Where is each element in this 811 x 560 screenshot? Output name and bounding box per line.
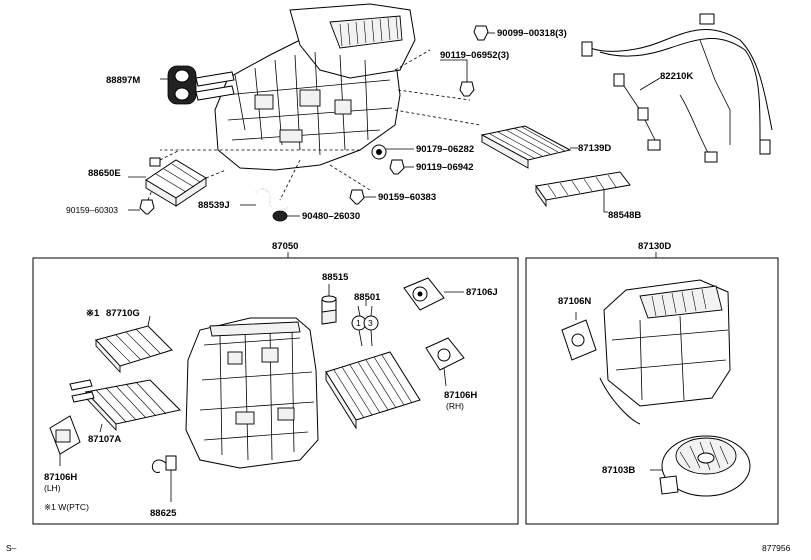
heater-88650E — [128, 149, 227, 207]
evaporator-88501 — [325, 300, 421, 430]
wire-harness-82210K — [581, 13, 773, 163]
label-90159-60303: 90159–60303 — [66, 205, 118, 215]
label-90119-06942: 90119–06942 — [416, 162, 474, 173]
label-88650E: 88650E — [88, 168, 121, 179]
valve-88515 — [321, 284, 337, 325]
group-number-87050: 87050 — [272, 241, 298, 252]
heater-core-87107A — [69, 379, 182, 433]
grommet-88897M — [160, 65, 197, 105]
label-87106J: 87106J — [466, 287, 498, 298]
screw-90119-06942 — [389, 159, 414, 175]
actuator-87106H-rh — [425, 337, 465, 387]
main-hvac-assembly — [160, 3, 481, 201]
sensor-88625 — [151, 455, 177, 502]
label-87106H-rh: 87106H — [444, 390, 477, 401]
footer-drawing-number: 877956 — [762, 543, 791, 553]
ptc-footnote: ※1 W(PTC) — [44, 502, 89, 512]
blower-housing-87130D — [599, 279, 731, 425]
screw-90159-60383 — [349, 189, 376, 205]
note-87106H-rh: (RH) — [446, 401, 464, 411]
label-87107A: 87107A — [88, 434, 121, 445]
hvac-case-87050 — [185, 317, 319, 469]
hose-88539J — [240, 188, 289, 211]
label-87106H-lh: 87106H — [44, 472, 77, 483]
circle-label-3: 3 — [368, 318, 373, 328]
mark-87710G: ※1 — [86, 308, 100, 319]
note-87106H-lh: (LH) — [44, 483, 61, 493]
group-box-87050 — [32, 257, 519, 525]
actuator-87106J — [403, 277, 464, 311]
footer-left-code: S– — [6, 543, 17, 553]
circle-label-1: 1 — [356, 318, 361, 328]
label-87106N: 87106N — [558, 296, 591, 307]
grommet-90179 — [371, 144, 414, 160]
label-90480-26030: 90480–26030 — [302, 211, 360, 222]
label-88501: 88501 — [354, 292, 381, 303]
label-87710G: 87710G — [106, 308, 140, 319]
clamp-90480 — [272, 210, 300, 222]
ptc-heater-87710G — [95, 315, 173, 374]
label-87139D: 87139D — [578, 143, 611, 154]
label-90119-06952: 90119–06952(3) — [440, 50, 509, 61]
label-82210K: 82210K — [660, 71, 693, 82]
label-88625: 88625 — [150, 508, 177, 519]
screw-90159-60303 — [128, 189, 155, 215]
screw-90099 — [473, 25, 495, 41]
label-90159-60383: 90159–60383 — [378, 192, 436, 203]
filter-87139D — [480, 125, 578, 169]
label-88515: 88515 — [322, 272, 349, 283]
screw-90119-06952 — [440, 59, 475, 97]
actuator-87106N — [561, 312, 597, 361]
group-box-87130D — [525, 257, 779, 525]
label-88897M: 88897M — [106, 75, 140, 86]
label-90099-00318: 90099–00318(3) — [497, 28, 567, 39]
group-number-87130D: 87130D — [638, 241, 671, 252]
label-87103B: 87103B — [602, 465, 635, 476]
label-90179-06282: 90179–06282 — [416, 144, 474, 155]
cover-88548B — [535, 171, 631, 213]
label-88539J: 88539J — [198, 200, 230, 211]
label-88548B: 88548B — [608, 210, 641, 221]
blower-motor-87103B — [650, 435, 751, 497]
actuator-87106H-lh — [49, 415, 81, 466]
